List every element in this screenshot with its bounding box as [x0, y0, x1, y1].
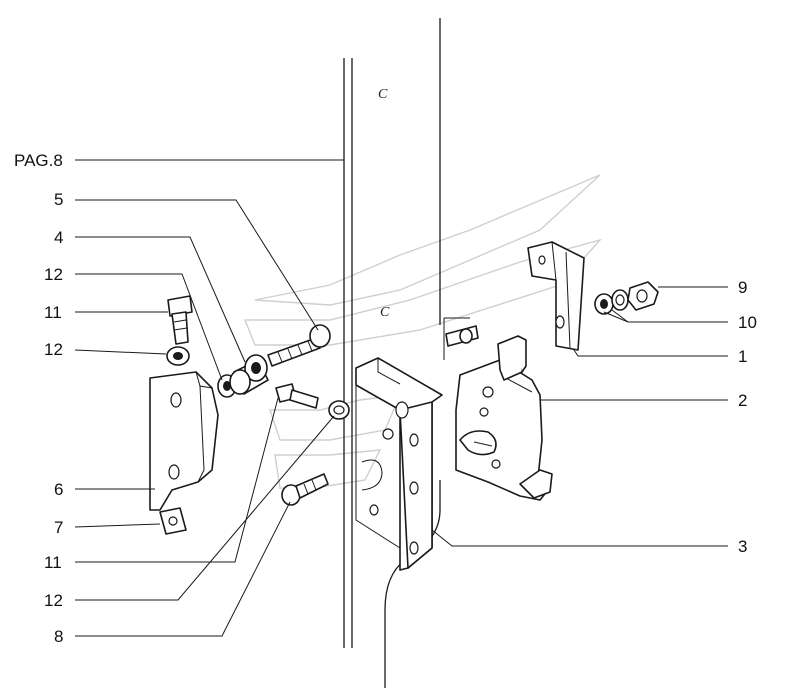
label-2: 2 [738, 391, 747, 410]
label-12-b: 12 [44, 340, 63, 359]
part-12-upper-washer [166, 346, 190, 366]
part-10-washers [594, 289, 629, 315]
part-9-nut [627, 281, 659, 311]
door-frame [343, 18, 470, 688]
part-12-small-washer [328, 400, 350, 420]
part-11-small-bolt [275, 383, 319, 409]
label-6: 6 [54, 480, 63, 499]
label-8: 8 [54, 627, 63, 646]
label-7: 7 [54, 518, 63, 537]
label-11-b: 11 [44, 553, 62, 572]
leader-lines [74, 159, 728, 637]
part-6-bracket [149, 371, 219, 511]
label-1: 1 [738, 347, 747, 366]
label-9: 9 [738, 278, 747, 297]
part-5-long-bolt [267, 324, 331, 367]
part-labels: PAG.8 5 4 12 11 12 6 7 11 12 8 9 10 1 2 … [14, 87, 757, 646]
label-5: 5 [54, 190, 63, 209]
part-1-latch-bracket [527, 241, 585, 351]
mark-c-mid: C [380, 305, 390, 320]
part-4-bushing [229, 354, 269, 395]
mark-c-top: C [378, 87, 388, 102]
label-pag: PAG.8 [14, 151, 63, 170]
label-10: 10 [738, 313, 757, 332]
label-12-a: 12 [44, 265, 63, 284]
part-11-upper-bolt [167, 295, 193, 345]
part-7-square-nut [159, 507, 187, 535]
part-2-lock-body [455, 335, 553, 501]
label-3: 3 [738, 537, 747, 556]
watermark [243, 174, 603, 489]
lock-pin [445, 325, 479, 347]
part-3-striker-plate [355, 357, 443, 571]
label-12-c: 12 [44, 591, 63, 610]
label-4: 4 [54, 228, 63, 247]
part-8-screw [281, 473, 329, 506]
label-11-a: 11 [44, 303, 62, 322]
